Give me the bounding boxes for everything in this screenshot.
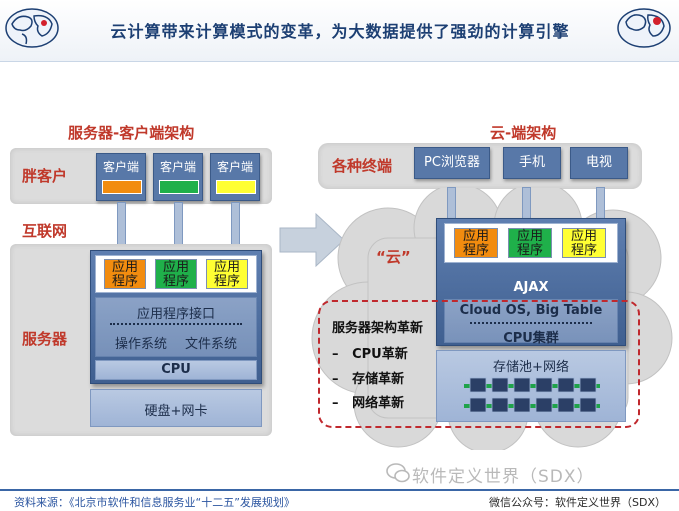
app-box: 应用 程序 (155, 259, 197, 289)
list-text: CPU革新 (352, 347, 408, 362)
world-map-logo-icon (617, 8, 671, 48)
left-architecture-title: 服务器-客户端架构 (68, 124, 195, 142)
app-label-line: 应用 (462, 229, 489, 244)
app-label-line: 程序 (570, 243, 597, 258)
app-box: 应用 程序 (562, 228, 606, 258)
hardware-label: 硬盘+网卡 (144, 404, 208, 419)
footer-wechat: 微信公众号：软件定义世界（SDX） (489, 496, 666, 509)
innovation-item: – 网络革新 (332, 392, 404, 411)
cloud-label: “云” (376, 248, 411, 266)
app-label-line: 程序 (162, 274, 189, 289)
network-connector (447, 187, 456, 221)
client-color-swatch (216, 180, 256, 194)
right-architecture-title: 云-端架构 (490, 124, 557, 142)
innovation-item: – 存储革新 (332, 368, 404, 387)
cloud-os-layer (444, 299, 618, 343)
device-phone: 手机 (503, 147, 561, 179)
world-map-logo-icon (5, 8, 59, 48)
app-box: 应用 程序 (454, 228, 498, 258)
app-box: 应用 程序 (104, 259, 146, 289)
transition-arrow-icon (279, 212, 345, 268)
client-color-swatch (102, 180, 142, 194)
watermark-text: 软件定义世界（SDX） (412, 467, 595, 487)
device-tv: 电视 (570, 147, 628, 179)
device-pc-browser: PC浏览器 (414, 147, 490, 179)
os-label: 操作系统 (114, 337, 167, 352)
dotted-divider (470, 322, 592, 324)
client-box-2: 客户端 (153, 153, 203, 201)
cpu-layer (95, 360, 257, 380)
list-dash: – (332, 372, 339, 387)
list-text: 网络革新 (352, 396, 405, 411)
app-label-line: 应用 (111, 260, 138, 275)
os-layer (95, 297, 257, 357)
footer-source: 资料来源：《北京市软件和信息服务业“十二五”发展规划》 (14, 496, 295, 509)
network-connector (596, 187, 605, 221)
cloud-os-label: Cloud OS, Big Table (459, 303, 603, 318)
terminals-label: 各种终端 (332, 157, 393, 175)
list-dash: – (332, 347, 339, 362)
storage-label: 存储池+网络 (493, 360, 569, 375)
server-innovation-dashed-frame (318, 300, 640, 428)
wechat-logo-icon (386, 463, 410, 483)
app-label-line: 应用 (162, 260, 189, 275)
network-connector (117, 202, 126, 248)
client-label: 客户端 (159, 160, 196, 174)
server-label: 服务器 (22, 330, 68, 348)
app-label-line: 程序 (462, 243, 489, 258)
list-dash: – (332, 396, 339, 411)
ajax-label: AJAX (513, 280, 549, 295)
client-label: 客户端 (102, 160, 139, 174)
fat-client-label: 胖客户 (22, 167, 68, 185)
dotted-divider (110, 323, 242, 325)
app-label-line: 应用 (213, 260, 240, 275)
hardware-layer (90, 389, 262, 427)
app-label-line: 程序 (516, 243, 543, 258)
innovation-item: – CPU革新 (332, 343, 408, 362)
internet-label: 互联网 (22, 222, 68, 240)
innovation-title: 服务器架构革新 (332, 321, 424, 336)
server-rack-icon (464, 377, 600, 413)
footer-bar: 资料来源：《北京市软件和信息服务业“十二五”发展规划》 微信公众号：软件定义世界… (0, 489, 679, 511)
network-connector (522, 187, 531, 221)
network-connector (231, 202, 240, 248)
list-text: 存储革新 (352, 372, 405, 387)
page-title: 云计算带来计算模式的变革，为大数据提供了强劲的计算引擎 (110, 22, 570, 41)
client-label: 客户端 (216, 160, 253, 174)
app-label-line: 程序 (213, 274, 240, 289)
app-box: 应用 程序 (206, 259, 248, 289)
cpu-cluster-label: CPU集群 (503, 331, 559, 346)
client-box-3: 客户端 (210, 153, 260, 201)
network-connector (174, 202, 183, 248)
app-label-line: 程序 (111, 274, 138, 289)
app-label-line: 应用 (516, 229, 543, 244)
app-label-line: 应用 (570, 229, 597, 244)
app-box: 应用 程序 (508, 228, 552, 258)
client-box-1: 客户端 (96, 153, 146, 201)
api-label: 应用程序接口 (136, 307, 215, 322)
fs-label: 文件系统 (184, 337, 237, 352)
cpu-label: CPU (161, 362, 191, 377)
client-color-swatch (159, 180, 199, 194)
header-bar: 云计算带来计算模式的变革，为大数据提供了强劲的计算引擎 (0, 0, 679, 62)
